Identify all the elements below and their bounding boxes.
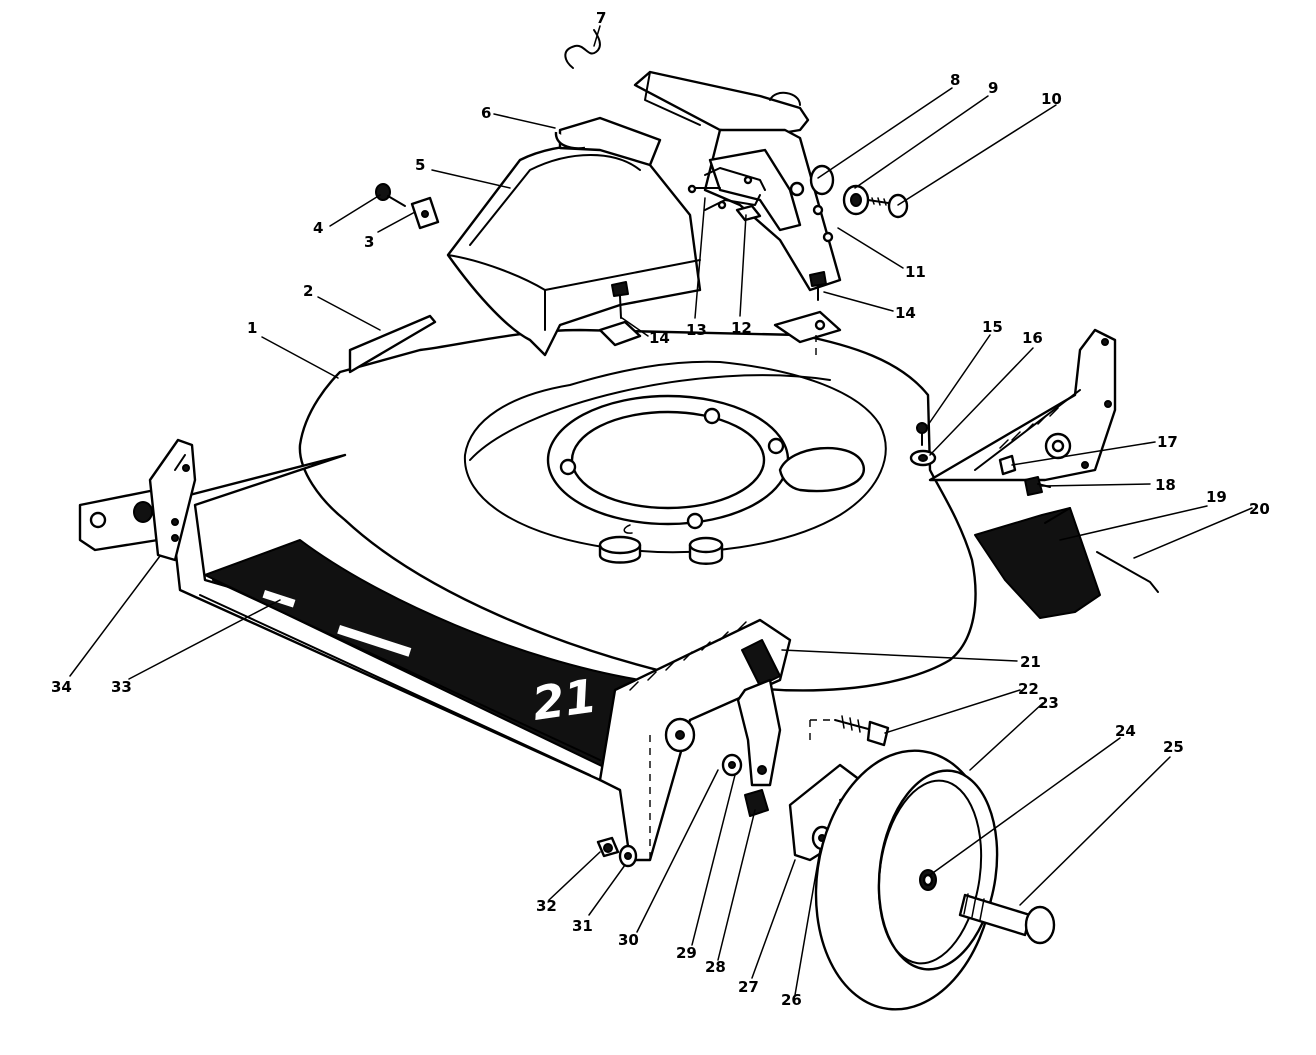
small-hardware-right [909, 422, 1051, 496]
callout-20: 20 [1249, 500, 1270, 518]
callout-23: 23 [1038, 694, 1059, 712]
mower-deck [298, 328, 977, 692]
nut-and-washer [596, 836, 638, 868]
callout-33: 33 [111, 678, 132, 696]
callout-labels: 1 2 3 4 5 6 7 8 9 10 11 12 13 14 14 15 1… [51, 9, 1270, 1009]
axle-bolt [958, 893, 1056, 945]
callout-2: 2 [303, 282, 313, 300]
callout-3: 3 [364, 233, 374, 251]
callout-13: 13 [686, 321, 707, 339]
rear-flap-and-rod [974, 507, 1159, 619]
callout-10: 10 [1041, 90, 1062, 108]
pivot-hardware [809, 164, 909, 219]
height-adjust-bracket-front [598, 618, 792, 862]
callout-1: 1 [247, 319, 257, 337]
callout-15: 15 [982, 318, 1003, 336]
handle-bracket [554, 70, 842, 292]
callout-14: 14 [895, 304, 916, 322]
callout-6: 6 [481, 104, 491, 122]
screws [598, 271, 842, 360]
callout-21: 21 [1020, 653, 1041, 671]
callout-11: 11 [905, 263, 926, 281]
front-baffle [348, 314, 437, 374]
spring-clip [564, 29, 601, 69]
callout-31: 31 [572, 917, 593, 935]
callout-18: 18 [1155, 476, 1176, 494]
callout-8: 8 [950, 71, 960, 89]
door-spring-linkage [687, 167, 766, 222]
deck-size-marking: 21 [529, 669, 600, 731]
callout-9: 9 [988, 79, 998, 97]
height-adjust-bracket-right [928, 328, 1117, 482]
callout-14: 14 [649, 329, 670, 347]
callout-12: 12 [731, 319, 752, 337]
callout-24: 24 [1115, 722, 1136, 740]
leader-lines [69, 25, 1253, 996]
front-skirt: 21 [168, 453, 641, 782]
callout-4: 4 [313, 219, 323, 237]
callout-19: 19 [1206, 488, 1227, 506]
callout-30: 30 [618, 931, 639, 949]
callout-16: 16 [1022, 329, 1043, 347]
callout-7: 7 [596, 9, 606, 27]
bolt-22 [809, 715, 890, 747]
rear-discharge-chute [446, 144, 702, 357]
callout-29: 29 [676, 944, 697, 962]
callout-32: 32 [536, 897, 557, 915]
bracket-left-rear [375, 183, 440, 230]
height-lever [721, 639, 782, 817]
callout-5: 5 [415, 156, 425, 174]
callout-34: 34 [51, 678, 72, 696]
callout-27: 27 [738, 978, 759, 996]
callout-17: 17 [1157, 433, 1178, 451]
callout-22: 22 [1018, 680, 1039, 698]
height-adjust-bracket-left [78, 438, 197, 562]
callout-25: 25 [1163, 738, 1184, 756]
callout-28: 28 [705, 958, 726, 976]
callout-26: 26 [781, 991, 802, 1009]
